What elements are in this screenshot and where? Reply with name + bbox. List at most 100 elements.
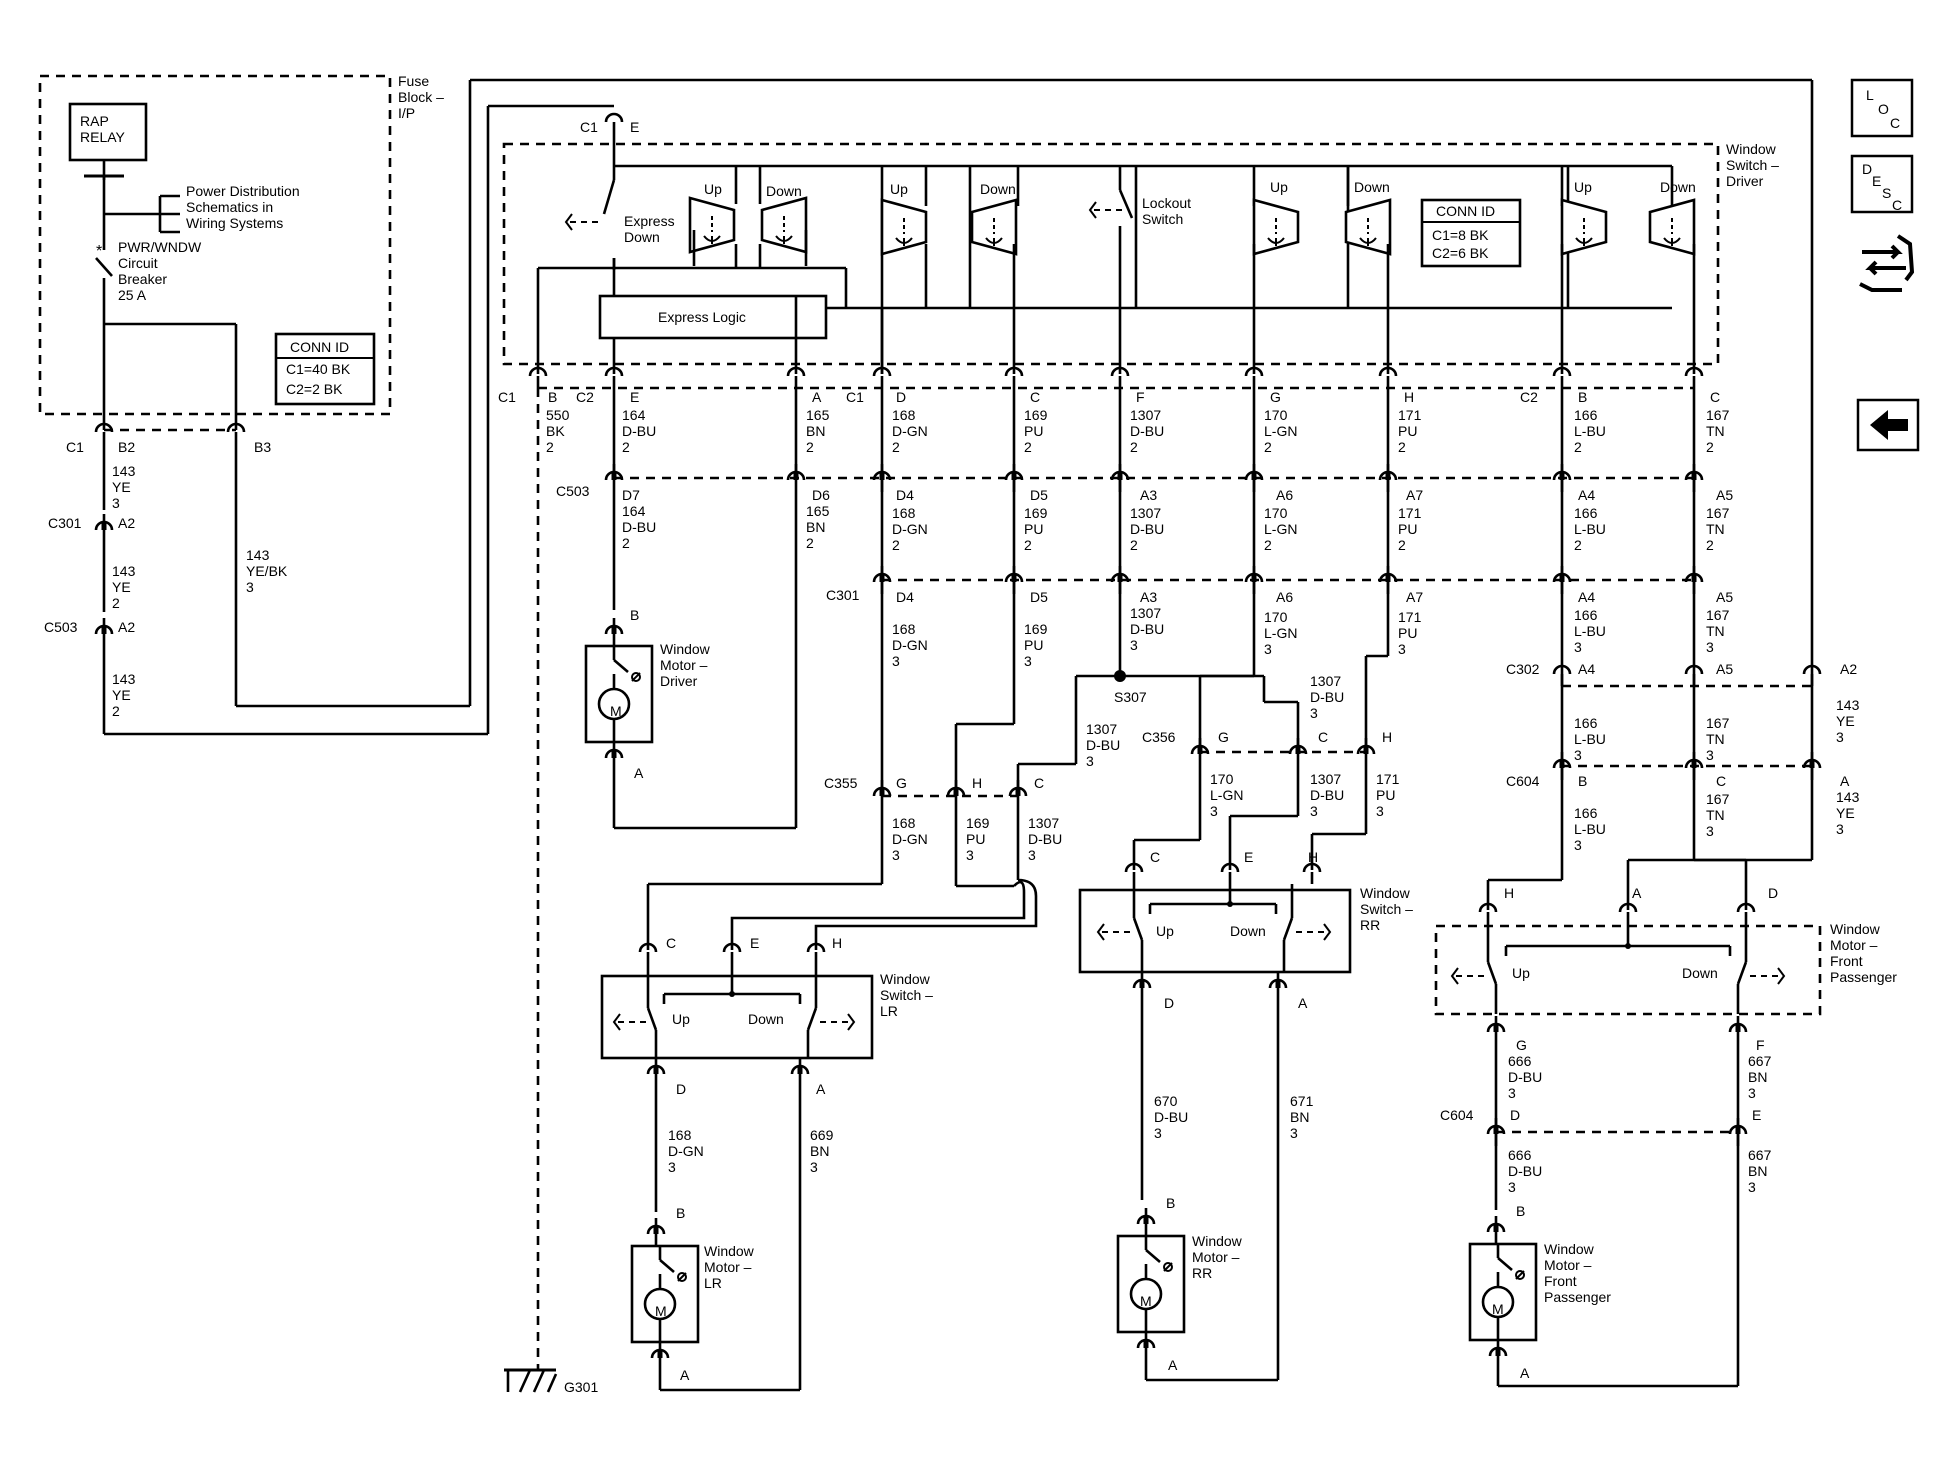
connector-c503-label: C503	[44, 619, 78, 635]
wire-color: BN	[806, 423, 825, 439]
wire-color: PU	[1398, 521, 1417, 537]
circuit-number: 1307	[1130, 407, 1161, 423]
pin-label: B3	[254, 439, 271, 455]
driver-conn-id-c2: C2=6 BK	[1432, 245, 1489, 261]
ground-g301: G301	[504, 1368, 598, 1395]
wire-color: BK	[546, 423, 565, 439]
connector-views-icon[interactable]	[1859, 234, 1915, 292]
wire-143-passenger: A2 143 YE 3 A 143 YE 3	[1626, 661, 1860, 910]
circuit-number: 169	[1024, 621, 1048, 637]
wire-color: PU	[966, 831, 985, 847]
pin-label: A	[816, 1081, 826, 1097]
wire-color: YE	[112, 479, 131, 495]
wire-color: PU	[1024, 637, 1043, 653]
connector-label: C301	[826, 587, 860, 603]
wire-size: 2	[1264, 537, 1272, 553]
pin-label: A7	[1406, 487, 1423, 503]
wire-color: YE	[1836, 805, 1855, 821]
pin-label: A3	[1140, 487, 1157, 503]
desc-button[interactable]: D E S C	[1850, 154, 1914, 214]
pin-label: A	[1632, 885, 1642, 901]
pin-label: B	[548, 389, 557, 405]
driver-switch-connector-row: C1 B C2 E A C1 D C F G H C2 B C 550 BK 2	[498, 366, 1720, 1370]
wire-color: BN	[1748, 1163, 1767, 1179]
loc-button[interactable]: L O C	[1850, 78, 1914, 138]
pin-label: B	[1578, 389, 1587, 405]
wire-size: 3	[1376, 803, 1384, 819]
wire-size: 3	[246, 579, 254, 595]
connector-label: C355	[824, 775, 858, 791]
wire-size: 3	[1748, 1179, 1756, 1195]
pin-label: B	[676, 1205, 685, 1221]
wire-size: 3	[668, 1159, 676, 1175]
pin-label: C	[1710, 389, 1720, 405]
switch-up-label: Up	[704, 181, 722, 197]
pin-label: A5	[1716, 589, 1733, 605]
connector-label: C604	[1506, 773, 1540, 789]
circuit-number: 666	[1508, 1053, 1532, 1069]
pin-label: C	[1318, 729, 1328, 745]
wire-168: 168 D-GN 2 D4 168 D-GN 2 D4 168 D-GN 3	[880, 388, 928, 794]
wire-color: PU	[1398, 625, 1417, 641]
splice-s307-label: S307	[1114, 689, 1147, 705]
pin-label: B2	[118, 439, 135, 455]
circuit-number: 167	[1706, 407, 1730, 423]
pin-label: D4	[896, 487, 914, 503]
pin-label: B	[1166, 1195, 1175, 1211]
circuit-number: 169	[966, 815, 990, 831]
pin-label: B	[630, 607, 639, 623]
wire-size: 3	[1706, 747, 1714, 763]
switch-down-label: Down	[1660, 179, 1696, 195]
circuit-number: 669	[810, 1127, 834, 1143]
pin-label: G	[1218, 729, 1229, 745]
wire-size: 3	[1028, 847, 1036, 863]
c503-connector-row: C503	[556, 462, 1704, 499]
wire-color: D-GN	[892, 637, 928, 653]
pin-label: A6	[1276, 589, 1293, 605]
c355-connector-row: C355 G H C 168 D-GN 3 169 PU 3 1307 D-BU…	[646, 775, 1062, 950]
wire-color: D-BU	[622, 423, 656, 439]
window-switch-rr: C356 G C H 170 L-GN 3 1307 D-BU 3 171 PU…	[1078, 729, 1413, 1382]
wire-color: BN	[1748, 1069, 1767, 1085]
wire-color: D-BU	[1130, 521, 1164, 537]
circuit-number: 166	[1574, 805, 1598, 821]
connector-label: C503	[556, 483, 590, 499]
wire-color: YE	[1836, 713, 1855, 729]
circuit-number: 168	[892, 621, 916, 637]
connector-label: C2	[576, 389, 594, 405]
pin-label: A2	[118, 515, 135, 531]
express-logic-label: Express Logic	[658, 309, 746, 325]
circuit-number: 167	[1706, 791, 1730, 807]
wire-size: 3	[1310, 803, 1318, 819]
back-arrow-icon[interactable]	[1856, 398, 1920, 452]
motor-symbol: M	[1492, 1301, 1504, 1317]
pin-label: D	[1510, 1107, 1520, 1123]
wire-166: 166 L-BU 2 A4 166 L-BU 2 A4 166 L-BU 3 A…	[1486, 388, 1606, 910]
wire-size: 2	[806, 535, 814, 551]
switch-down-label: Down	[748, 1011, 784, 1027]
pin-label: A	[634, 765, 644, 781]
wire-color: YE/BK	[246, 563, 288, 579]
wire-size: 2	[622, 535, 630, 551]
wire-size: 2	[1264, 439, 1272, 455]
pin-label: C	[1716, 773, 1726, 789]
wire-size: 2	[1574, 537, 1582, 553]
switch-up-label: Up	[1270, 179, 1288, 195]
circuit-number: 166	[1574, 607, 1598, 623]
driver-conn-id-title: CONN ID	[1436, 203, 1495, 219]
wire-size: 3	[1508, 1179, 1516, 1195]
wire-size: 3	[1264, 641, 1272, 657]
circuit-number: 170	[1264, 505, 1288, 521]
circuit-number: 1307	[1130, 505, 1161, 521]
desc-letter: C	[1892, 197, 1902, 213]
wire-size: 2	[892, 439, 900, 455]
pin-label: A	[1840, 773, 1850, 789]
wire-size: 3	[1210, 803, 1218, 819]
wire-color: TN	[1706, 521, 1725, 537]
